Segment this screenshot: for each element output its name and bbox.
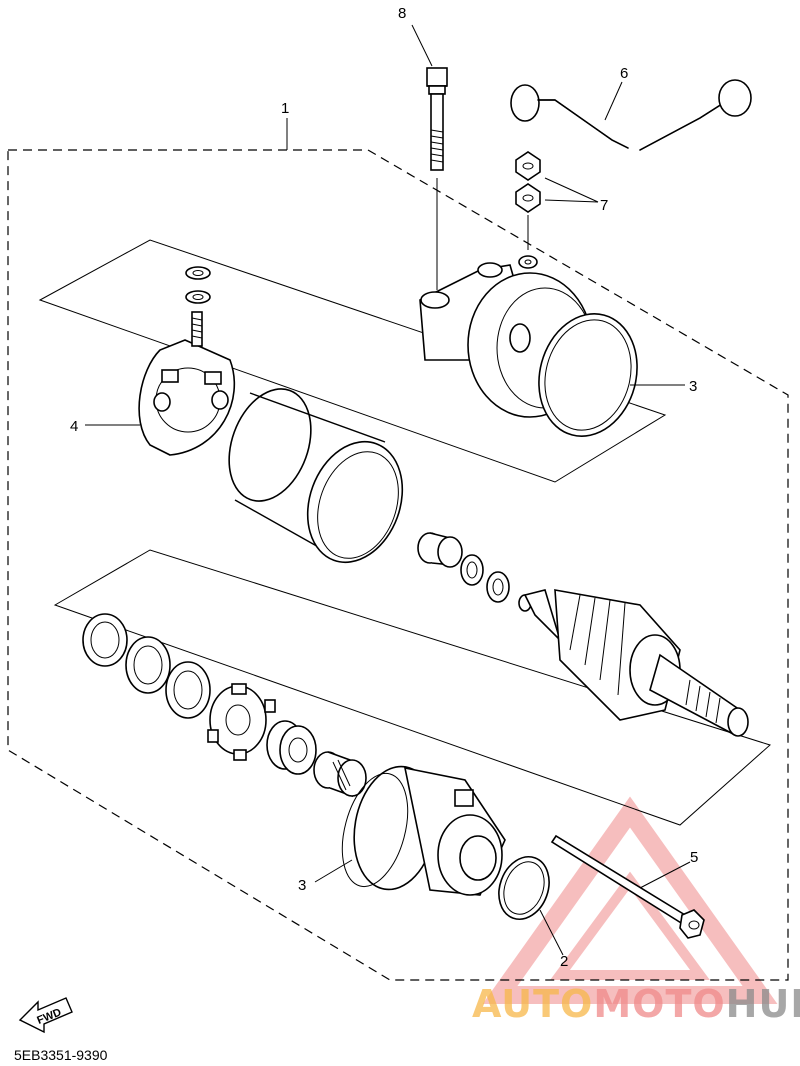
needle-roller xyxy=(313,751,367,798)
upper-plate xyxy=(38,239,667,483)
lock-washer xyxy=(207,683,276,761)
callout-4: 4 xyxy=(70,418,78,435)
lead-wire-6 xyxy=(510,79,752,151)
front-cover xyxy=(353,765,506,896)
o-ring-3-lower xyxy=(341,772,409,888)
callout-6: 6 xyxy=(620,65,628,82)
callout-3-upper: 3 xyxy=(689,378,697,395)
yoke-housing xyxy=(228,388,404,565)
callout-5: 5 xyxy=(690,849,698,866)
callout-7: 7 xyxy=(600,197,608,214)
leader-lines xyxy=(85,24,691,956)
callout-1: 1 xyxy=(281,100,289,117)
watermark-text: AUTOMOTOHUB xyxy=(472,982,800,1026)
callout-8: 8 xyxy=(398,5,406,22)
bearing xyxy=(266,720,317,775)
callout-3-lower: 3 xyxy=(298,877,306,894)
brush-holder-4 xyxy=(138,311,235,456)
bushing-and-washers xyxy=(417,532,510,603)
watermark-part2: MOTO xyxy=(593,982,725,1026)
lower-plate xyxy=(53,549,771,826)
long-bolt-5 xyxy=(550,834,705,939)
watermark-logo-triangle xyxy=(482,796,778,1004)
callout-2: 2 xyxy=(560,953,568,970)
fwd-arrow-icon: FWD xyxy=(18,997,73,1034)
bolt-8 xyxy=(426,67,448,290)
assembly-outline xyxy=(7,149,789,981)
nuts-7 xyxy=(515,151,541,269)
o-ring-3-upper xyxy=(538,313,638,437)
watermark-part1: AUTO xyxy=(472,982,593,1026)
washers-upper xyxy=(185,266,211,304)
watermark-part3: HUB xyxy=(726,982,800,1026)
diagram-code: 5EB3351-9390 xyxy=(14,1047,108,1063)
shims-lower xyxy=(82,613,211,719)
armature xyxy=(518,589,749,737)
